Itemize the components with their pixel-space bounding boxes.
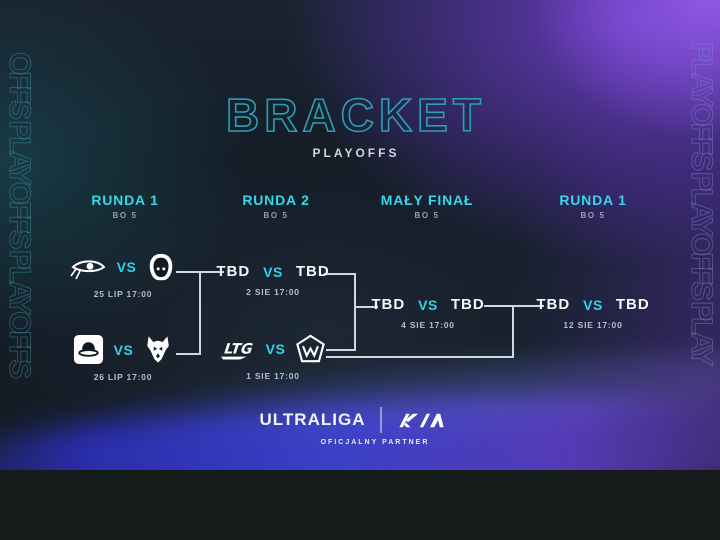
bowler-hat-team-logo-icon [73, 334, 104, 365]
hooded-team-logo-icon [146, 252, 176, 282]
column-format: BO 5 [112, 211, 138, 220]
team-placeholder: TBD [615, 296, 650, 313]
column-format: BO 5 [580, 211, 606, 220]
match-date: 25 LIP 17:00 [93, 289, 153, 299]
column-label: MAŁY FINAŁ [380, 192, 474, 208]
connector-line [324, 273, 356, 275]
match-date: 1 SIE 17:00 [246, 371, 300, 381]
connector-line [354, 306, 378, 308]
page-title: BRACKET [225, 88, 486, 142]
column-header-final: RUNDA 1 BO 5 [559, 192, 626, 220]
vs-label: VS [113, 341, 134, 358]
side-text-right: PLAYOFFS PLAYOFFS PLAY [685, 41, 719, 363]
match-date: 2 SIE 17:00 [246, 287, 300, 297]
connector-line [484, 305, 544, 307]
kia-logo-icon [396, 412, 446, 429]
vs-label: VS [418, 296, 438, 313]
connector-line [512, 306, 514, 358]
column-header-runda-1: RUNDA 1 BO 5 [91, 192, 158, 220]
team-placeholder: TBD [295, 263, 330, 280]
vs-label: VS [265, 341, 286, 357]
match-date: 4 SIE 17:00 [401, 320, 455, 330]
team-placeholder: TBD [371, 296, 406, 313]
bottom-dark-band [0, 470, 720, 540]
side-text-left: OFFS PLAYOFFS PLAYOFFS [3, 51, 37, 376]
connector-line [199, 271, 201, 355]
match-final: TBD VS TBD 12 SIE 17:00 [523, 296, 663, 330]
connector-line [326, 356, 514, 358]
match-runda-2-top: TBD VS TBD 2 SIE 17:00 [203, 263, 343, 297]
column-header-maly-final: MAŁY FINAŁ BO 5 [381, 192, 474, 220]
column-format: BO 5 [263, 211, 289, 220]
team-placeholder: TBD [450, 296, 485, 313]
team-placeholder: TBD [536, 296, 571, 313]
column-label: RUNDA 2 [242, 192, 310, 208]
column-header-runda-2: RUNDA 2 BO 5 [242, 192, 309, 220]
match-runda-1-bottom: VS 26 LIP 17:00 [53, 334, 193, 382]
column-label: RUNDA 1 [91, 192, 159, 208]
match-date: 26 LIP 17:00 [93, 372, 153, 382]
column-format: BO 5 [414, 211, 440, 220]
connector-line [354, 273, 356, 351]
svg-text:LTG: LTG [221, 341, 255, 358]
eye-team-logo-icon [70, 252, 107, 282]
partner-label: OFICJALNY PARTNER [320, 439, 430, 446]
wolf-team-logo-icon [143, 334, 173, 365]
footer-lockup: ULTRALIGA [260, 407, 447, 433]
vs-label: VS [116, 259, 137, 275]
page-subtitle: PLAYOFFS [312, 146, 400, 160]
vs-label: VS [583, 296, 603, 313]
team-placeholder: TBD [216, 263, 251, 280]
match-runda-1-top: VS 25 LIP 17:00 [53, 252, 193, 299]
footer-divider [380, 407, 382, 433]
column-label: RUNDA 1 [559, 192, 627, 208]
connector-line [326, 349, 356, 351]
connector-line [176, 353, 201, 355]
ultraliga-logo: ULTRALIGA [259, 410, 366, 429]
vs-label: VS [263, 263, 283, 280]
match-date: 12 SIE 17:00 [563, 320, 623, 330]
ltg-team-logo-icon: LTG [219, 336, 257, 362]
match-maly-final: TBD VS TBD 4 SIE 17:00 [358, 296, 498, 330]
match-runda-2-bottom: LTG VS 1 SIE 17:00 [203, 334, 343, 381]
crest-team-logo-icon [294, 334, 327, 364]
